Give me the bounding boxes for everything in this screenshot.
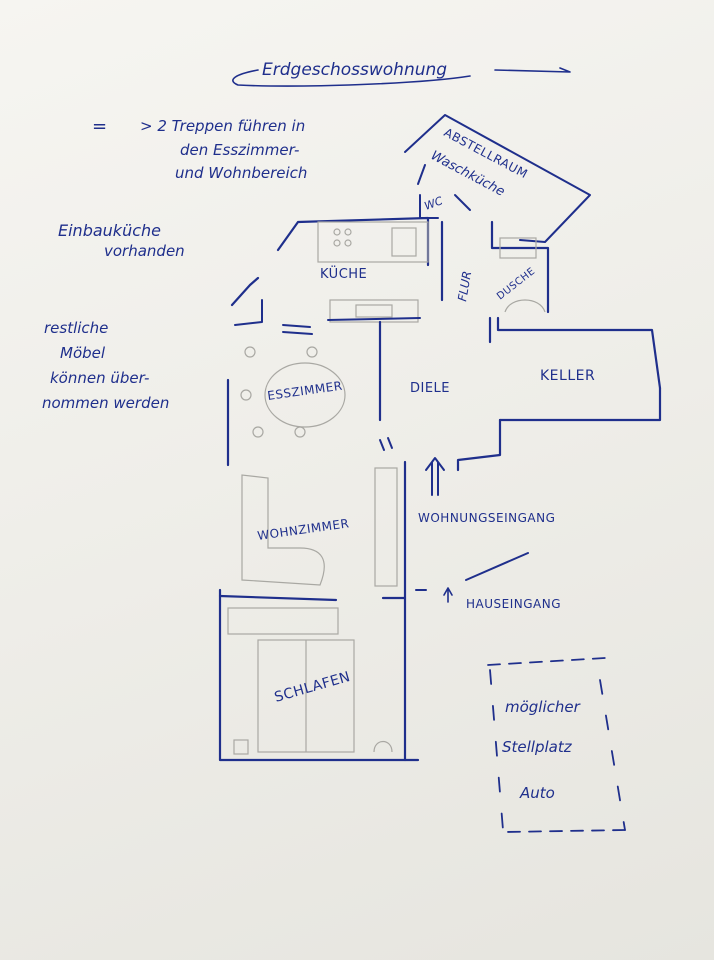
pencil-furniture <box>227 346 398 755</box>
kitchen-island <box>329 299 419 323</box>
note-kitchen: Einbauküche vorhanden <box>58 221 185 260</box>
parking-line3: Auto <box>519 784 555 802</box>
plan-title: Erdgeschosswohnung <box>262 60 447 80</box>
label-kueche: KÜCHE <box>320 265 367 282</box>
label-dusche: DUSCHE <box>495 266 537 302</box>
note-furniture-line4: nommen werden <box>42 394 169 412</box>
title-underline-left <box>232 69 471 87</box>
parking-area: möglicher Stellplatz Auto <box>487 657 626 833</box>
nightstand-right <box>373 740 393 753</box>
sofa <box>241 474 325 586</box>
parking-line2: Stellplatz <box>502 738 573 756</box>
abstellraum-door-mark <box>417 164 426 185</box>
label-wohnungseingang: WOHNUNGSEINGANG <box>418 511 555 525</box>
flur-dusche-area: FLUR DUSCHE <box>440 220 550 314</box>
stove-burner-4 <box>344 239 352 247</box>
apartment-entry-arrow-icon <box>425 457 445 496</box>
shower-tray <box>499 237 537 259</box>
bedroom-divider-left <box>218 594 338 602</box>
stairs-mark-3 <box>379 439 385 451</box>
note-stairs-line3: und Wohnbereich <box>175 164 307 182</box>
title-group: Erdgeschosswohnung <box>232 60 571 87</box>
dining-chair-2 <box>306 346 318 358</box>
dining-chair-4 <box>252 426 264 438</box>
dining-table <box>264 362 346 428</box>
note-furniture-line1: restliche <box>44 319 108 337</box>
dining-chair-3 <box>240 389 252 401</box>
shower-basin <box>504 299 546 313</box>
schlafen-outer-wall <box>218 588 420 762</box>
abstellraum-box: ABSTELLRAUM Waschküche <box>404 114 591 243</box>
note-stairs: = > 2 Treppen führen in den Esszimmer- u… <box>92 116 307 182</box>
kitchen-area: KÜCHE <box>230 216 430 335</box>
note-stairs-line1: > 2 Treppen führen in <box>140 117 305 135</box>
note-kitchen-line1: Einbauküche <box>58 221 161 240</box>
dusche-outline <box>490 220 550 314</box>
stairs-mark-1 <box>282 324 311 328</box>
label-schlafen: SCHLAFEN <box>273 669 353 706</box>
label-flur: FLUR <box>455 270 474 303</box>
main-walls <box>218 316 662 762</box>
dining-chair-1 <box>244 346 256 358</box>
note-stairs-symbol: = <box>92 116 107 137</box>
stove-burner-3 <box>333 239 341 247</box>
keller-bottom-wall <box>498 386 662 422</box>
stairs-mark-4 <box>387 437 393 449</box>
title-underline-right <box>494 67 571 73</box>
label-hauseingang: HAUSEINGANG <box>466 597 561 611</box>
abstellraum-outline <box>404 114 591 243</box>
entrance-markers: WOHNUNGSEINGANG HAUSEINGANG <box>418 457 561 611</box>
house-entry-arrow-icon <box>443 587 453 603</box>
bed-headboard <box>227 607 339 635</box>
parking-dashed-vertical <box>489 669 626 831</box>
diele-bottom-wall <box>456 418 502 472</box>
stove-burner-1 <box>333 228 341 236</box>
dining-chair-5 <box>294 426 306 438</box>
stove-burner-2 <box>344 228 352 236</box>
house-door-swing <box>465 552 529 581</box>
wc-door <box>454 194 471 211</box>
note-furniture: restliche Möbel können über- nommen werd… <box>42 319 169 412</box>
label-keller: KELLER <box>540 368 595 384</box>
note-kitchen-line2: vorhanden <box>104 242 185 260</box>
kitchen-left-stub <box>234 299 263 326</box>
kitchen-counter <box>317 221 429 263</box>
label-esszimmer: ESSZIMMER <box>266 379 343 403</box>
label-wohnzimmer: WOHNZIMMER <box>256 516 350 543</box>
kitchen-left-wall <box>230 276 260 307</box>
note-furniture-line2: Möbel <box>60 344 106 362</box>
keller-top-wall <box>496 316 662 390</box>
tv-sideboard <box>374 467 398 587</box>
parking-line1: möglicher <box>505 698 581 716</box>
note-stairs-line2: den Esszimmer- <box>180 141 299 159</box>
stairs-mark-2 <box>282 331 313 335</box>
kitchen-top-wall <box>276 216 430 267</box>
kitchen-sink <box>391 227 417 257</box>
label-wc: WC <box>423 194 445 213</box>
note-furniture-line3: können über- <box>50 369 149 387</box>
nightstand-left <box>233 739 249 755</box>
wc-area: WC <box>419 194 471 219</box>
kitchen-island-sink <box>355 304 393 318</box>
label-diele: DIELE <box>410 381 450 396</box>
kitchen-island-edge <box>327 317 421 321</box>
